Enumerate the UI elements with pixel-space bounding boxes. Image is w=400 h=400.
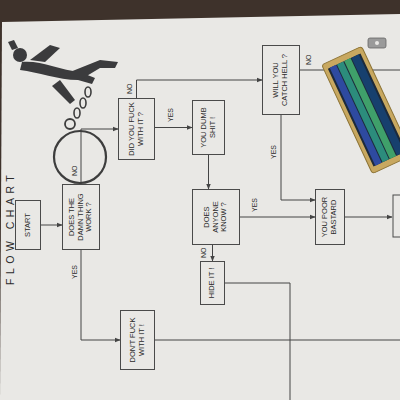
edge-label: NO xyxy=(70,165,79,178)
node-text: DOES THE DAMN THING WORK ? xyxy=(68,188,94,246)
connector xyxy=(41,225,62,226)
connector xyxy=(81,250,120,340)
outgoing-line xyxy=(155,340,400,341)
node-text: YOU POOR BASTARD xyxy=(321,193,338,241)
edge-label: YES xyxy=(70,264,79,280)
decision-box: DOES THE DAMN THING WORK ? xyxy=(62,184,100,250)
connector xyxy=(281,115,315,200)
node-text: HIDE IT ! xyxy=(208,268,217,299)
node-text: START xyxy=(24,213,33,237)
edge-label: NO xyxy=(199,247,208,260)
edge-label: YES xyxy=(166,107,175,123)
small-key xyxy=(368,38,386,48)
connector xyxy=(137,80,263,98)
metal-figurine xyxy=(8,40,118,104)
connector xyxy=(240,217,315,218)
decision-box: DOES ANYONE KNOW ? xyxy=(192,189,240,245)
connector xyxy=(208,155,209,189)
node-text: DID YOU FUCK WITH IT ? xyxy=(128,102,145,156)
outgoing-line xyxy=(345,217,392,218)
branch-label: NO xyxy=(304,54,313,67)
node-text: DON'T FUCK WITH IT ! xyxy=(129,314,146,366)
process-box: HIDE IT ! xyxy=(200,261,225,305)
outgoing-line xyxy=(225,283,290,400)
connector xyxy=(212,245,213,261)
edge-label: YES xyxy=(250,197,259,213)
process-box: YOU DUMB SHIT ! xyxy=(192,100,225,155)
lighter xyxy=(322,46,400,173)
edge-label: YES xyxy=(269,144,278,160)
node-text: DOES ANYONE KNOW ? xyxy=(203,193,229,241)
edge-label: NO xyxy=(125,83,134,96)
connector xyxy=(155,127,192,128)
node-text: YOU DUMB SHIT ! xyxy=(200,104,217,151)
decision-box: DID YOU FUCK WITH IT ? xyxy=(118,98,155,160)
process-box: YOU POOR BASTARD xyxy=(315,189,345,245)
key-ring xyxy=(54,87,106,183)
process-box: DON'T FUCK WITH IT ! xyxy=(120,310,155,370)
decision-box: WILL YOU CATCH HELL ? xyxy=(262,45,300,115)
node-text: WILL YOU CATCH HELL ? xyxy=(272,49,289,111)
cut-off-box xyxy=(393,195,400,237)
terminal-box: START xyxy=(15,200,41,250)
